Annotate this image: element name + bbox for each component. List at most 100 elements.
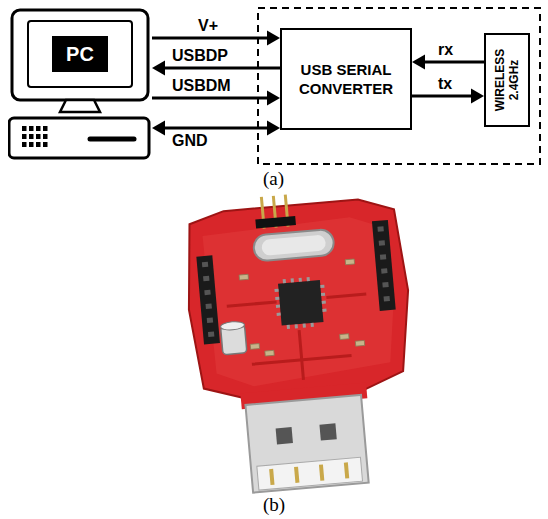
board-photo-part bbox=[261, 234, 326, 256]
board-photo-part-part bbox=[346, 462, 347, 478]
board-photo-part-part bbox=[207, 318, 213, 324]
pc-label-box: PC bbox=[52, 36, 108, 72]
keypad-dot bbox=[22, 126, 27, 131]
board-photo-part bbox=[319, 423, 336, 440]
module-box: WIRELESS 2.4GHz bbox=[484, 33, 530, 127]
board-photo-part-part bbox=[382, 282, 388, 288]
drive-slot bbox=[90, 137, 134, 142]
board-photo-part-part bbox=[340, 334, 349, 340]
board-photo-part-part bbox=[239, 274, 248, 280]
signal-label: GND bbox=[170, 132, 210, 150]
board-photo-part-part bbox=[296, 467, 297, 483]
board-photo-part-part bbox=[307, 277, 310, 281]
board-photo-part-part bbox=[274, 289, 278, 292]
board-photo bbox=[180, 185, 425, 497]
board-photo-part-part bbox=[299, 278, 302, 282]
keypad-dot bbox=[22, 134, 27, 139]
arrow-head bbox=[267, 91, 280, 106]
board-photo-part-part bbox=[311, 323, 314, 327]
board-photo-part-part bbox=[206, 304, 212, 310]
keypad-dot bbox=[43, 126, 48, 131]
board-photo-part-part bbox=[203, 276, 209, 282]
keypad-dot bbox=[29, 134, 34, 139]
board-photo-part-part bbox=[277, 313, 281, 316]
figure-caption-label: (b) bbox=[261, 494, 287, 516]
signal-label: tx bbox=[436, 75, 454, 93]
process-box: USB SERIAL CONVERTER bbox=[280, 28, 412, 130]
keypad-dot bbox=[36, 142, 41, 147]
arrow-head bbox=[267, 121, 280, 136]
board-photo-part-part bbox=[345, 259, 354, 265]
keypad-dot bbox=[29, 126, 34, 131]
signal-label: rx bbox=[436, 41, 455, 59]
arrow-head bbox=[152, 121, 165, 136]
board-photo-part bbox=[255, 216, 296, 228]
arrow-head bbox=[412, 55, 425, 70]
board-photo-part-part bbox=[202, 262, 208, 268]
board-photo-part bbox=[253, 229, 335, 262]
rotated-text-holder: WIRELESS 2.4GHz bbox=[493, 40, 522, 120]
signal-label: USBDP bbox=[170, 47, 230, 65]
board-photo-part-part bbox=[275, 297, 279, 300]
arrow-head bbox=[267, 31, 280, 46]
board-photo-part-part bbox=[204, 290, 210, 296]
board-photo-part-part bbox=[287, 325, 290, 329]
board-photo-part bbox=[276, 427, 293, 444]
board-photo-part-part bbox=[380, 254, 386, 260]
board-photo-part bbox=[257, 457, 363, 490]
board-photo-part bbox=[372, 220, 396, 311]
board-photo-part-part bbox=[355, 340, 364, 346]
connector-line bbox=[412, 95, 473, 98]
connector-line bbox=[152, 37, 269, 40]
board-photo-part-part bbox=[322, 301, 326, 304]
computer-icon bbox=[8, 8, 152, 160]
board-photo-part-part bbox=[265, 350, 274, 356]
board-photo-part bbox=[271, 462, 347, 484]
board-photo-part bbox=[196, 255, 220, 344]
board-photo-part-part bbox=[320, 285, 324, 288]
node-text: PC bbox=[66, 43, 94, 66]
board-photo-part-part bbox=[377, 226, 383, 232]
board-photo-part-part bbox=[379, 240, 385, 246]
monitor-screen bbox=[28, 21, 132, 87]
board-photo-part bbox=[181, 196, 417, 404]
board-photo-part bbox=[278, 280, 324, 326]
keypad-dot bbox=[36, 134, 41, 139]
board-photo-part bbox=[274, 276, 328, 330]
keypad-dot bbox=[36, 126, 41, 131]
board-photo-part-part bbox=[271, 469, 272, 485]
monitor-frame bbox=[12, 10, 148, 100]
keypad-dot bbox=[22, 142, 27, 147]
arrow-head bbox=[152, 61, 165, 76]
board-photo-part-part bbox=[295, 324, 298, 328]
signal-label: USBDM bbox=[170, 77, 233, 95]
connector-line bbox=[163, 127, 269, 130]
board-photo-part-part bbox=[303, 323, 306, 327]
node-text: WIRELESS 2.4GHz bbox=[493, 40, 522, 120]
board-photo-part-part bbox=[283, 279, 286, 283]
board-photo-part bbox=[239, 259, 365, 358]
board-photo-part-part bbox=[384, 296, 390, 302]
board-photo-part bbox=[220, 321, 245, 331]
board-photo-part-part bbox=[322, 309, 326, 312]
connector-line bbox=[423, 61, 484, 64]
board-photo-part bbox=[202, 214, 401, 390]
board-photo-part bbox=[200, 226, 392, 337]
figure-caption-label: (a) bbox=[261, 168, 286, 190]
board-photo-part-part bbox=[291, 278, 294, 282]
board-photo-part-part bbox=[276, 305, 280, 308]
connector-line bbox=[163, 67, 280, 70]
computer-node: PC bbox=[8, 8, 152, 160]
board-photo-part-part bbox=[208, 331, 214, 337]
keypad-dot bbox=[43, 134, 48, 139]
keypad-dot bbox=[29, 142, 34, 147]
node-text: USB SERIAL CONVERTER bbox=[288, 60, 404, 99]
signal-label: V+ bbox=[196, 17, 220, 35]
dashed-boundary bbox=[258, 8, 540, 164]
computer-case bbox=[9, 118, 149, 158]
keypad-dot bbox=[43, 142, 48, 147]
arrow-head bbox=[471, 89, 484, 104]
board-photo-part-part bbox=[321, 293, 325, 296]
monitor-stand bbox=[60, 100, 100, 112]
